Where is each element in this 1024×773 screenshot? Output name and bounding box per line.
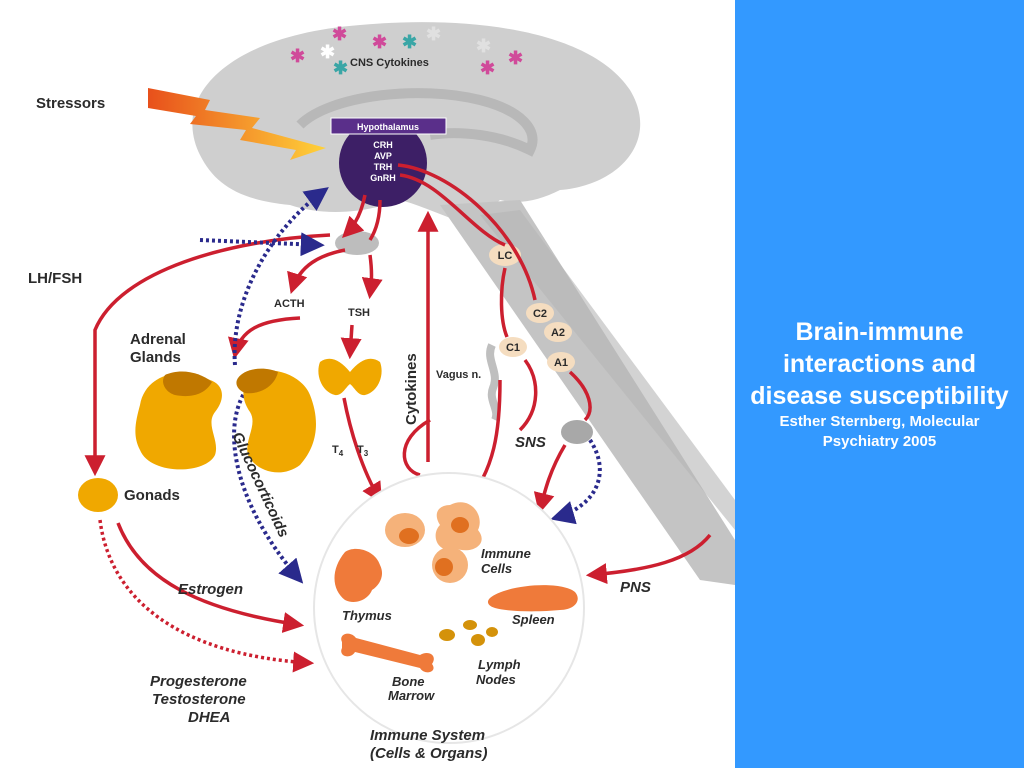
vagus-label: Vagus n. [436, 369, 481, 381]
brain-immune-diagram: ✱ ✱ ✱ ✱ ✱ ✱ ✱ ✱ ✱ ✱ CNS Cytokines Stress… [28, 22, 735, 762]
side-panel: Brain-immune interactions and disease su… [735, 0, 1024, 768]
lymph-nodes-line1: Lymph [478, 657, 521, 672]
a2-label: A2 [551, 327, 565, 339]
immune-system-line1: Immune System [370, 727, 485, 744]
adrenal-label-line1: Adrenal [130, 331, 186, 348]
vagus-nerve [486, 343, 501, 422]
hormone-crh: CRH [373, 140, 393, 150]
testosterone-label: Testosterone [152, 691, 246, 708]
adrenal-label-line2: Glands [130, 349, 181, 366]
svg-text:✱: ✱ [320, 42, 335, 62]
hormone-gnrh: GnRH [370, 173, 396, 183]
red-arrows [84, 163, 712, 633]
svg-text:✱: ✱ [480, 58, 495, 78]
thyroid [318, 358, 382, 396]
brainstem-nuclei [489, 244, 593, 444]
pns-label: PNS [620, 579, 651, 596]
lc-label: LC [498, 250, 513, 262]
tsh-label: TSH [348, 307, 370, 319]
hormone-trh: TRH [374, 162, 393, 172]
c2-label: C2 [533, 308, 547, 320]
immune-cells-line1: Immune [481, 546, 531, 561]
svg-text:✱: ✱ [332, 24, 347, 44]
a1-label: A1 [554, 357, 568, 369]
lymph-nodes-line2: Nodes [476, 672, 516, 687]
cns-cytokines-label: CNS Cytokines [350, 57, 429, 69]
immune-system-line2: (Cells & Organs) [370, 745, 488, 762]
lh-fsh-label: LH/FSH [28, 270, 82, 287]
bone-marrow-line2: Marrow [388, 688, 435, 703]
lymph-nodes [439, 620, 498, 646]
t4-label: T4 [332, 444, 344, 458]
spleen-label: Spleen [512, 612, 555, 627]
svg-text:✱: ✱ [508, 48, 523, 68]
hypothalamus: Hypothalamus CRH AVP TRH GnRH [330, 117, 447, 207]
feedback-arrows [199, 187, 602, 584]
c1-label: C1 [506, 342, 520, 354]
estrogen-label: Estrogen [178, 581, 243, 598]
dhea-label: DHEA [188, 709, 231, 726]
adrenal-glands [135, 368, 316, 473]
thymus [334, 548, 383, 602]
immune-cells [385, 502, 482, 583]
bone-marrow [341, 633, 434, 673]
progesterone-label: Progesterone [150, 673, 247, 690]
cytokine-asterisks: ✱ ✱ ✱ ✱ ✱ ✱ ✱ ✱ ✱ ✱ [290, 24, 523, 78]
svg-text:✱: ✱ [402, 32, 417, 52]
diagram-canvas: ✱ ✱ ✱ ✱ ✱ ✱ ✱ ✱ ✱ ✱ CNS Cytokines Stress… [28, 22, 735, 762]
svg-text:✱: ✱ [372, 32, 387, 52]
progesterone-arrow [98, 519, 315, 673]
svg-text:✱: ✱ [333, 58, 348, 78]
gonads-label: Gonads [124, 487, 180, 504]
gonads-shape [78, 478, 118, 512]
cytokines-label: Cytokines [403, 353, 420, 425]
acth-label: ACTH [274, 298, 305, 310]
spleen [487, 585, 578, 612]
slide-title: Brain-immune interactions and disease su… [750, 318, 1009, 410]
immune-system-circle [313, 472, 585, 744]
slide-citation: Esther Sternberg, Molecular Psychiatry 2… [779, 413, 980, 450]
hormone-avp: AVP [374, 151, 392, 161]
thymus-label: Thymus [342, 608, 392, 623]
sns-label: SNS [515, 434, 546, 451]
svg-text:✱: ✱ [290, 46, 305, 66]
hypothalamus-label: Hypothalamus [357, 122, 419, 132]
bone-marrow-line1: Bone [392, 674, 425, 689]
svg-text:✱: ✱ [426, 24, 441, 44]
lightning-bolt-icon [148, 88, 326, 160]
svg-text:✱: ✱ [476, 36, 491, 56]
immune-cells-line2: Cells [481, 561, 512, 576]
t3-label: T3 [357, 444, 369, 458]
stressors-label: Stressors [36, 95, 105, 112]
